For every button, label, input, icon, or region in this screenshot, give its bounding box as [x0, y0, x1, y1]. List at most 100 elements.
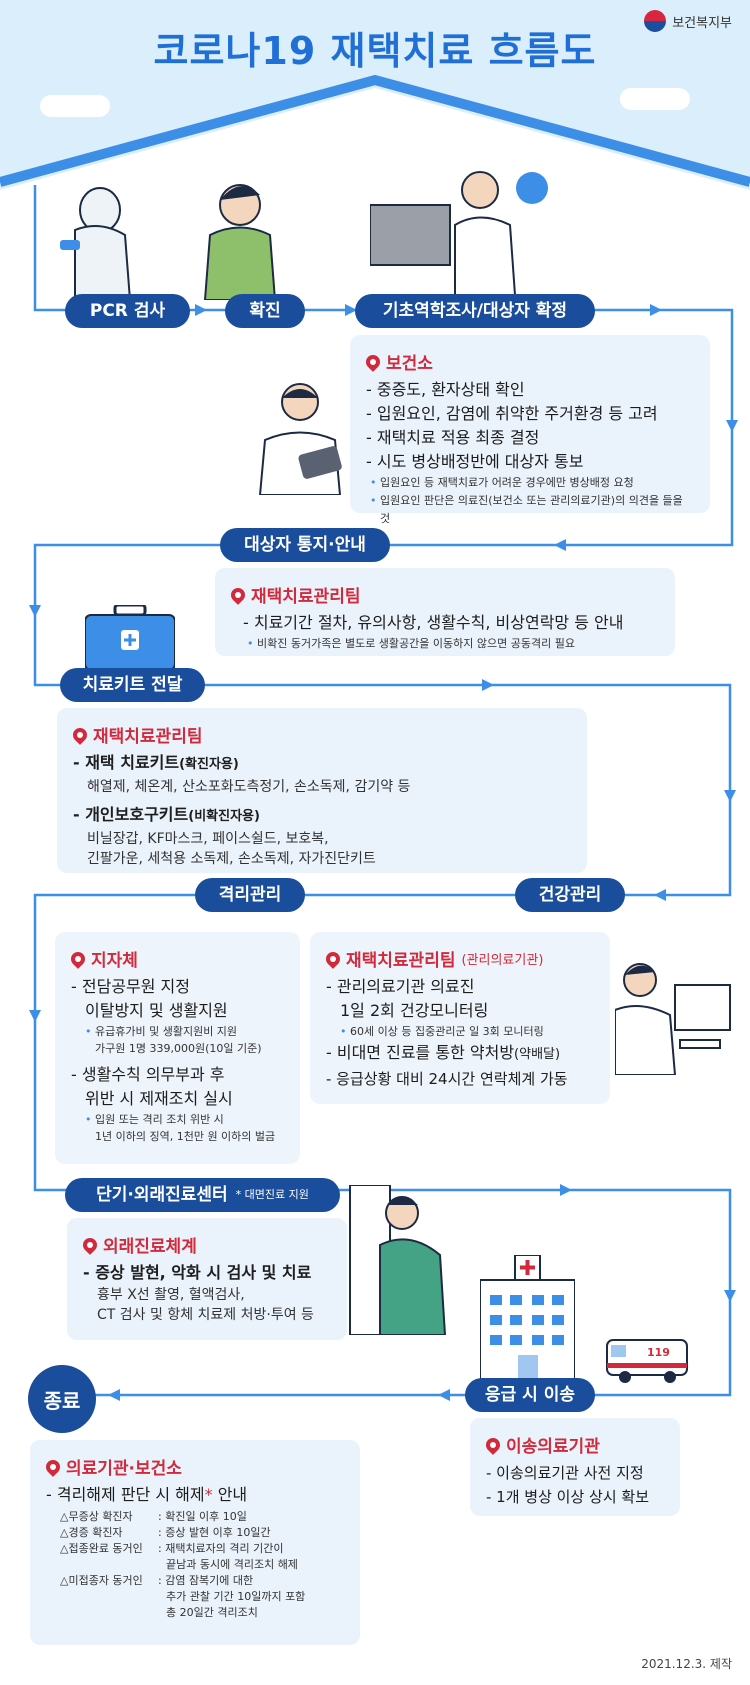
doctor-tablet-illustration — [258, 383, 342, 495]
end-release-text: : 감염 잠복기에 대한 — [158, 1574, 254, 1587]
step-target-notification: 대상자 통지·안내 — [220, 528, 390, 562]
end-release-row: △미접종자 동거인: 감염 잠복기에 대한 — [46, 1573, 344, 1589]
survey-note: 입원요인 판단은 의료진(보건소 또는 관리의료기관)의 의견을 들을 것 — [366, 492, 694, 528]
notify-note: 비확진 동거가족은 별도로 생활공간을 이동하지 않으면 공동격리 필요 — [243, 635, 659, 653]
patient-at-door-illustration — [349, 1185, 447, 1335]
kit2-desc: 긴팔가운, 세척용 소독제, 손소독제, 자가진단키트 — [87, 851, 376, 867]
cloud — [620, 88, 690, 110]
end-release-row: 끝남과 동시에 격리조치 해제 — [46, 1557, 344, 1573]
end-release-text: : 재택치료자의 격리 기간이 — [158, 1542, 284, 1555]
step-epidemiological-survey: 기초역학조사/대상자 확정 — [355, 294, 595, 328]
taegeuk-icon — [644, 10, 667, 32]
end-release-label: △경증 확진자 — [60, 1526, 123, 1539]
transfer-panel: 이송의료기관 - 이송의료기관 사전 지정 - 1개 병상 이상 상시 확보 — [470, 1418, 680, 1516]
end-release-row: △무증상 확진자 : 확진일 이후 10일 — [46, 1509, 344, 1525]
clinic-desc: CT 검사 및 항체 치료제 처방·투여 등 — [97, 1307, 314, 1323]
location-pin-icon — [323, 948, 343, 969]
survey-item: - 시도 병상배정반에 대상자 통보 — [366, 452, 584, 471]
isolation-item: 이탈방지 및 생활지원 — [85, 1001, 228, 1020]
isolation-note: 입원 또는 격리 조치 위반 시 — [81, 1111, 284, 1129]
location-pin-icon — [70, 724, 90, 745]
kit1-title: - 재택 치료키트(확진자용) — [73, 751, 571, 777]
health-note: 60세 이상 등 집중관리군 일 3회 모니터링 — [336, 1023, 594, 1041]
isolation-note: 1년 이하의 징역, 1천만 원 이하의 벌금 — [95, 1130, 276, 1143]
kit2-desc: 비닐장갑, KF마스크, 페이스쉴드, 보호복, — [87, 831, 329, 847]
step-end: 종료 — [28, 1365, 96, 1433]
survey-item: - 입원요인, 감염에 취약한 주거환경 등 고려 — [366, 404, 658, 423]
footer-date: 2021.12.3. 제작 — [641, 1657, 732, 1671]
end-release-label: △접종완료 동거인 — [60, 1542, 143, 1555]
health-item-text: - 비대면 진료를 통한 약처방 — [326, 1043, 515, 1062]
location-pin-icon — [363, 351, 383, 372]
transfer-org: 이송의료기관 — [483, 1432, 664, 1457]
step-treatment-kit-delivery: 치료키트 전달 — [60, 668, 205, 702]
end-release-row: △접종완료 동거인 : 재택치료자의 격리 기간이 — [46, 1541, 344, 1557]
step-emergency-transfer: 응급 시 이송 — [465, 1378, 595, 1412]
pcr-worker-illustration — [60, 187, 132, 300]
survey-note: 입원요인 등 재택치료가 어려운 경우에만 병상배정 요청 — [366, 474, 694, 492]
isolation-note: 유급휴가비 및 생활지원비 지원 — [81, 1023, 284, 1041]
transfer-item: - 1개 병상 이상 상시 확보 — [486, 1488, 649, 1506]
isolation-item: 위반 시 제재조치 실시 — [85, 1089, 233, 1108]
location-pin-icon — [483, 1434, 503, 1455]
isolation-panel: 지자체 - 전담공무원 지정 이탈방지 및 생활지원 유급휴가비 및 생활지원비… — [55, 932, 300, 1164]
health-org-label: 재택치료관리팀 — [346, 951, 456, 971]
kit2-tag: (비확진자용) — [188, 809, 260, 824]
survey-panel: 보건소 - 중증도, 환자상태 확인 - 입원요인, 감염에 취약한 주거환경 … — [350, 335, 710, 525]
end-release-text: 총 20일간 격리조치 — [166, 1606, 258, 1619]
end-item: - 격리해제 판단 시 해제* 안내 — [46, 1483, 344, 1507]
location-pin-icon — [80, 1234, 100, 1255]
end-panel: 의료기관·보건소 - 격리해제 판단 시 해제* 안내 △무증상 확진자 : 확진… — [30, 1440, 360, 1645]
health-org: 재택치료관리팀 (관리의료기관) — [323, 946, 594, 971]
end-org: 의료기관·보건소 — [43, 1454, 344, 1479]
location-pin-icon — [228, 584, 248, 605]
ambulance-119-label: 119 — [647, 1346, 670, 1359]
survey-org: 보건소 — [363, 349, 694, 374]
step-outpatient-center: 단기·외래진료센터 * 대면진료 지원 — [65, 1178, 340, 1212]
health-item-tag: (약배달) — [514, 1047, 561, 1062]
step-confirmed: 확진 — [225, 294, 305, 328]
notify-panel: 재택치료관리팀 - 치료기간 절차, 유의사항, 생활수칙, 비상연락망 등 안… — [215, 568, 675, 656]
hospital-building-icon — [480, 1255, 575, 1380]
survey-item: - 중증도, 환자상태 확인 — [366, 380, 525, 399]
end-release-text: : 확진일 이후 10일 — [158, 1510, 247, 1523]
cloud — [40, 95, 110, 117]
health-item: 1일 2회 건강모니터링 — [340, 1001, 489, 1020]
location-pin-icon — [68, 948, 88, 969]
end-release-label: △무증상 확진자 — [60, 1510, 133, 1523]
survey-org-label: 보건소 — [386, 354, 433, 374]
end-release-table: △무증상 확진자 : 확진일 이후 10일 △경증 확진자 : 증상 발현 이후 1… — [46, 1509, 344, 1621]
transfer-item: - 이송의료기관 사전 지정 — [486, 1464, 644, 1482]
kit1-desc: 해열제, 체온계, 산소포화도측정기, 손소독제, 감기약 등 — [87, 779, 411, 795]
survey-item: - 재택치료 적용 최종 결정 — [366, 428, 540, 447]
kit1-tag: (확진자용) — [179, 757, 239, 772]
step-outpatient-center-note: * 대면진료 지원 — [235, 1188, 309, 1201]
end-release-text: : 증상 발현 이후 10일간 — [158, 1526, 271, 1539]
notify-org: 재택치료관리팀 — [228, 582, 659, 607]
isolation-item: - 생활수칙 의무부과 후 — [71, 1065, 225, 1084]
end-item-text: - 격리해제 판단 시 해제 — [46, 1485, 205, 1504]
health-item: - 비대면 진료를 통한 약처방(약배달) — [326, 1041, 594, 1067]
end-org-label: 의료기관·보건소 — [66, 1459, 182, 1479]
kit2-title-text: - 개인보호구키트 — [73, 805, 189, 824]
kit-org-label: 재택치료관리팀 — [93, 727, 203, 747]
clinic-org: 외래진료체계 — [80, 1232, 331, 1257]
nurse-phone-illustration — [615, 963, 731, 1075]
health-org-tag: (관리의료기관) — [461, 953, 544, 968]
clinic-panel: 외래진료체계 - 증상 발현, 악화 시 검사 및 치료 흉부 X선 촬영, 혈… — [67, 1218, 347, 1340]
health-item: - 응급상황 대비 24시간 연락체계 가동 — [326, 1070, 568, 1088]
location-pin-icon — [43, 1456, 63, 1477]
isolation-note: 가구원 1명 339,000원(10일 기준) — [95, 1042, 262, 1055]
clinic-item: - 증상 발현, 악화 시 검사 및 치료 — [83, 1263, 312, 1282]
clinic-org-label: 외래진료체계 — [103, 1237, 197, 1257]
ministry-name: 보건복지부 — [672, 15, 732, 31]
step-pcr-test: PCR 검사 — [65, 294, 190, 328]
house-roof — [0, 74, 750, 210]
clinic-desc: 흉부 X선 촬영, 혈액검사, — [97, 1287, 245, 1303]
notify-item: - 치료기간 절차, 유의사항, 생활수칙, 비상연락망 등 안내 — [243, 613, 624, 632]
confirmed-person-illustration — [203, 184, 277, 300]
ambulance-icon — [606, 1339, 688, 1383]
medical-kit-icon — [85, 605, 175, 670]
step-health-management: 건강관리 — [515, 878, 625, 912]
end-item-star: * — [204, 1485, 213, 1504]
